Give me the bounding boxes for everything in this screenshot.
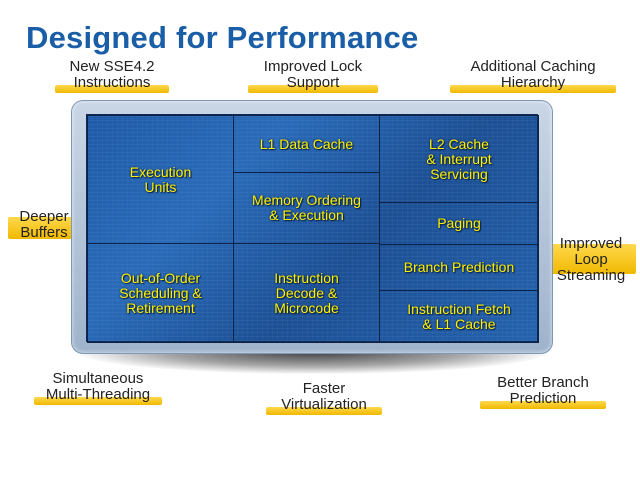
block-branch-prediction: Branch Prediction bbox=[379, 244, 539, 291]
callout-buffers-line2: Buffers bbox=[20, 224, 68, 241]
block-instruction-fetch: Instruction Fetch & L1 Cache bbox=[379, 290, 539, 343]
callout-deeper-buffers: Deeper Buffers bbox=[8, 209, 80, 243]
block-out-of-order: Out-of-Order Scheduling & Retirement bbox=[87, 243, 234, 343]
callout-virt-line1: Faster bbox=[302, 380, 346, 397]
callout-loop-line2: Loop bbox=[574, 251, 608, 268]
callout-lock-line1: Improved Lock bbox=[263, 58, 363, 75]
callout-loop-line1: Improved bbox=[559, 235, 623, 252]
callout-lock-support: Improved Lock Support bbox=[248, 59, 378, 93]
processor-die: Execution Units L1 Data Cache Memory Ord… bbox=[86, 114, 539, 343]
callout-smt-line2: Multi-Threading bbox=[45, 386, 151, 403]
callout-smt: Simultaneous Multi-Threading bbox=[34, 371, 162, 405]
callout-loop-streaming: Improved Loop Streaming bbox=[546, 236, 636, 286]
callout-caching-hierarchy: Additional Caching Hierarchy bbox=[450, 59, 616, 93]
page-title: Designed for Performance bbox=[26, 20, 419, 55]
block-l2-cache: L2 Cache & Interrupt Servicing bbox=[379, 115, 539, 203]
callout-branch-prediction: Better Branch Prediction bbox=[480, 375, 606, 409]
callout-smt-line1: Simultaneous bbox=[52, 370, 144, 387]
callout-virtualization: Faster Virtualization bbox=[266, 381, 382, 415]
block-execution-units: Execution Units bbox=[87, 115, 234, 244]
callout-sse42-line2: Instructions bbox=[73, 74, 151, 91]
block-memory-ordering: Memory Ordering & Execution bbox=[233, 172, 380, 244]
callout-caching-line2: Hierarchy bbox=[500, 74, 566, 91]
callout-sse42-line1: New SSE4.2 bbox=[69, 58, 155, 75]
callout-sse42: New SSE4.2 Instructions bbox=[55, 59, 169, 93]
callout-buffers-line1: Deeper bbox=[19, 208, 69, 225]
block-instruction-decode: Instruction Decode & Microcode bbox=[233, 243, 380, 343]
block-l1-data-cache: L1 Data Cache bbox=[233, 115, 380, 173]
block-paging: Paging bbox=[379, 202, 539, 245]
callout-loop-line3: Streaming bbox=[556, 267, 626, 284]
callout-caching-line1: Additional Caching bbox=[470, 58, 596, 75]
callout-lock-line2: Support bbox=[286, 74, 340, 91]
callout-virt-line2: Virtualization bbox=[281, 396, 367, 413]
callout-branch-line1: Better Branch bbox=[497, 374, 589, 391]
callout-branch-line2: Prediction bbox=[509, 390, 577, 407]
